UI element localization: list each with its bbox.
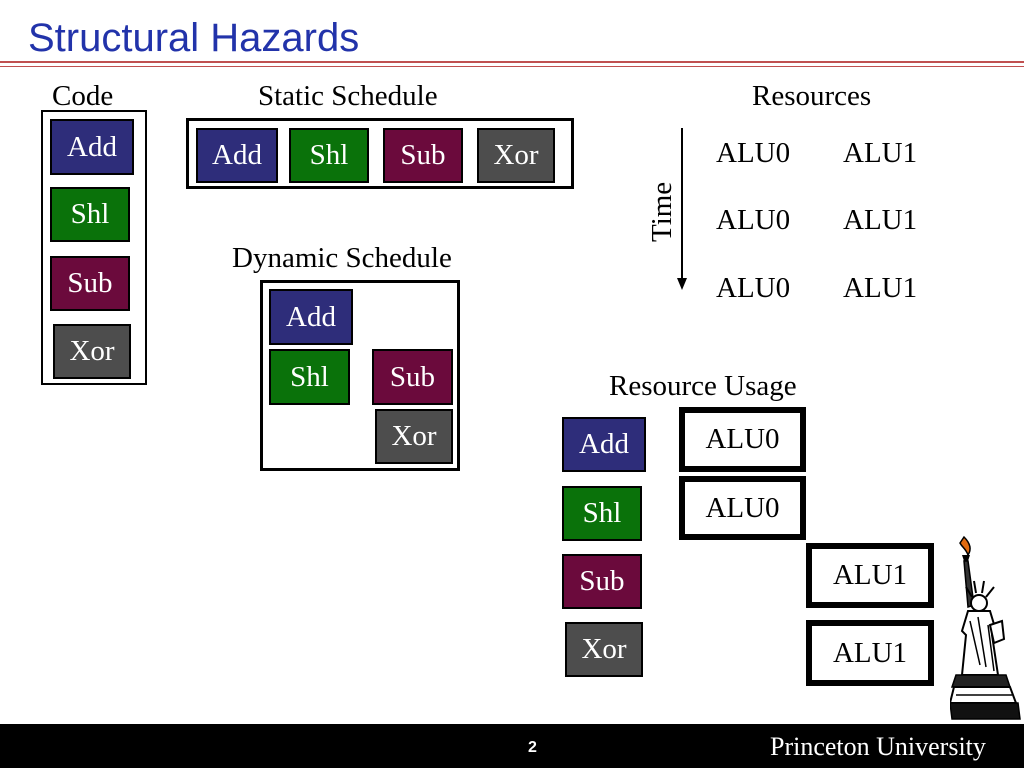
usage-shl: Shl xyxy=(562,486,642,541)
code-add: Add xyxy=(50,119,134,175)
usage-alu-add: ALU0 xyxy=(679,407,806,472)
usage-sub: Sub xyxy=(562,554,642,609)
title-rule-thin xyxy=(0,66,1024,67)
static-shl: Shl xyxy=(289,128,369,183)
code-xor: Xor xyxy=(53,324,131,379)
resources-label: Resources xyxy=(752,80,872,112)
usage-alu-sub: ALU1 xyxy=(806,543,934,608)
dynamic-xor: Xor xyxy=(375,409,453,464)
resource-alu1-row1: ALU1 xyxy=(843,137,918,169)
resource-alu1-row2: ALU1 xyxy=(843,204,918,236)
resource-alu0-row2: ALU0 xyxy=(716,204,791,236)
footer-bar xyxy=(0,724,1024,768)
usage-add: Add xyxy=(562,417,646,472)
resource-alu1-row3: ALU1 xyxy=(843,272,918,304)
static-add: Add xyxy=(196,128,278,183)
static-sub: Sub xyxy=(383,128,463,183)
page-number: 2 xyxy=(528,739,537,756)
code-sub: Sub xyxy=(50,256,130,311)
university-name: Princeton University xyxy=(770,732,986,761)
code-box xyxy=(41,110,147,385)
resource-alu0-row3: ALU0 xyxy=(716,272,791,304)
usage-xor: Xor xyxy=(565,622,643,677)
usage-alu-shl: ALU0 xyxy=(679,476,806,540)
dynamic-schedule-box xyxy=(260,280,460,471)
static-schedule-label: Static Schedule xyxy=(258,80,438,112)
resource-alu0-row1: ALU0 xyxy=(716,137,791,169)
static-xor: Xor xyxy=(477,128,555,183)
usage-alu-xor: ALU1 xyxy=(806,620,934,686)
code-label: Code xyxy=(52,80,114,112)
dynamic-sub: Sub xyxy=(372,349,453,405)
resource-usage-label: Resource Usage xyxy=(609,370,797,402)
code-shl: Shl xyxy=(50,187,130,242)
dynamic-add: Add xyxy=(269,289,353,345)
dynamic-shl: Shl xyxy=(269,349,350,405)
statue-of-liberty-icon xyxy=(950,535,1021,720)
dynamic-schedule-label: Dynamic Schedule xyxy=(232,242,452,274)
time-label: Time xyxy=(646,181,678,242)
time-arrow xyxy=(677,128,687,290)
static-schedule-box xyxy=(186,118,574,189)
slide-title: Structural Hazards xyxy=(28,16,360,60)
title-rule xyxy=(0,61,1024,63)
